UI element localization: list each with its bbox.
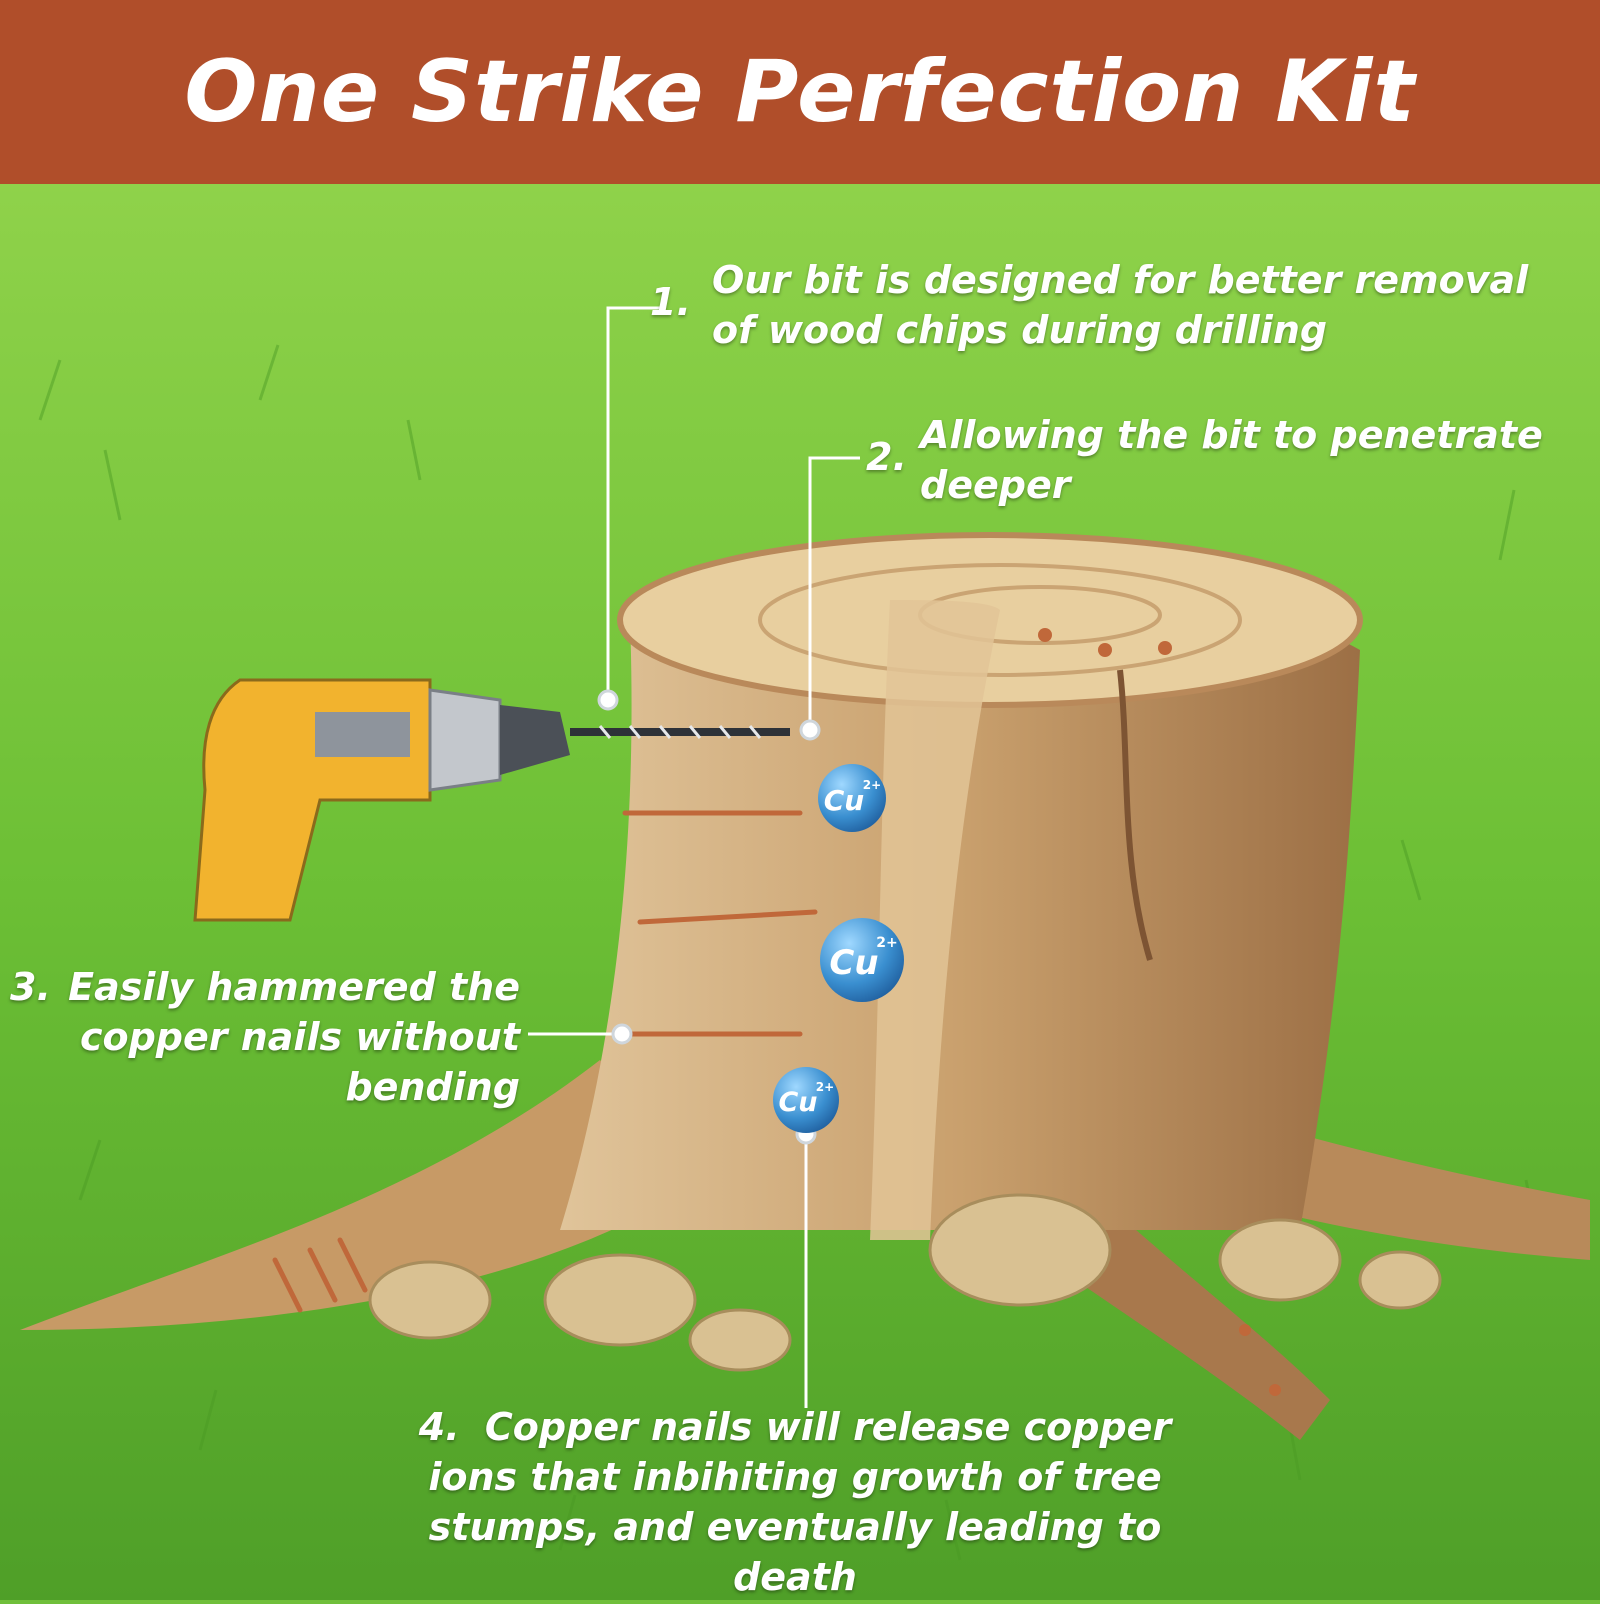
rocks	[368, 1193, 1442, 1372]
bark-highlight	[870, 600, 1000, 1240]
callout-number: 1.	[650, 280, 691, 324]
ion-symbol: Cu	[824, 784, 865, 817]
stump-illustration: Cu 2+ Cu 2+ Cu 2+	[0, 184, 1600, 1600]
ion-badge: Cu 2+	[820, 918, 904, 1002]
drill	[193, 678, 790, 922]
leader-lines	[528, 306, 860, 1408]
ion-symbol: Cu	[778, 1087, 817, 1118]
callout-number: 4.	[418, 1405, 460, 1449]
illustration-scene: Cu 2+ Cu 2+ Cu 2+	[0, 184, 1600, 1600]
callout-text: Easily hammered the copper nails without…	[68, 965, 520, 1109]
callout-number: 2.	[866, 435, 907, 479]
callout-3: 3. Easily hammered the copper nails with…	[10, 962, 520, 1112]
callout-4: 4. Copper nails will release copper ions…	[370, 1402, 1220, 1602]
bark-crack	[1117, 669, 1153, 961]
ion-symbol: Cu	[829, 943, 878, 983]
callout-text: Copper nails will release copper ions th…	[428, 1405, 1172, 1599]
left-root	[20, 1060, 700, 1330]
title-banner: One Strike Perfection Kit	[0, 0, 1600, 184]
leader-dots	[597, 689, 821, 1145]
ion-charge: 2+	[876, 935, 897, 951]
copper-nails	[272, 810, 818, 1313]
copper-nail-heads	[1038, 628, 1281, 1396]
far-right-root	[1230, 1120, 1590, 1260]
callout-text: Allowing the bit to penetrate deeper	[920, 413, 1543, 507]
grass-strokes	[38, 344, 1542, 1561]
ion-charge: 2+	[816, 1080, 834, 1094]
callout-text: Our bit is designed for better removal o…	[712, 258, 1529, 352]
callout-number: 3.	[10, 965, 51, 1009]
callout-2: 2. Allowing the bit to penetrate deeper	[866, 410, 1576, 510]
ion-badge: Cu 2+	[818, 764, 886, 832]
callout-1: 1. Our bit is designed for better remova…	[650, 255, 1570, 355]
ion-badge: Cu 2+	[773, 1067, 839, 1133]
growth-ring	[758, 563, 1242, 677]
ion-charge: 2+	[863, 778, 881, 792]
page-title: One Strike Perfection Kit	[184, 42, 1416, 142]
